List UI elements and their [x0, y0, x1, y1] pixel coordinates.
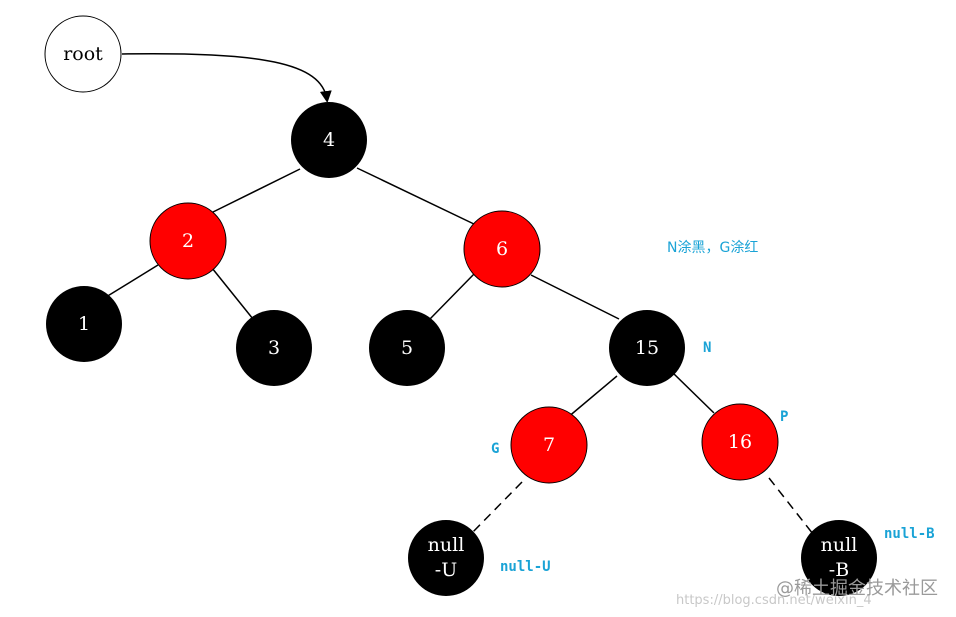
- node-null-b-label-line1: null: [821, 534, 858, 556]
- node-6: 6: [463, 210, 541, 288]
- node-15: 15: [609, 310, 685, 386]
- node-null-b-label-line2: -B: [829, 559, 849, 581]
- node-15-label: 15: [635, 337, 659, 359]
- node-3: 3: [236, 310, 312, 386]
- edge-7-nullU: [467, 481, 523, 538]
- node-7: 7: [510, 406, 588, 484]
- node-2-label: 2: [182, 230, 194, 252]
- watermark: https://blog.csdn.net/weixin_4 @稀土掘金技术社区: [676, 578, 938, 608]
- watermark-brand: @稀土掘金技术社区: [776, 578, 938, 599]
- edge-4-2: [210, 168, 301, 214]
- n-label: N: [703, 340, 711, 356]
- node-7-label: 7: [543, 434, 555, 456]
- node-16-label: 16: [728, 431, 752, 453]
- watermark-url: https://blog.csdn.net/weixin_4: [676, 593, 872, 608]
- node-4-label: 4: [323, 129, 335, 151]
- edge-6-5: [428, 272, 476, 321]
- node-null-u: null -U: [408, 520, 484, 596]
- annotations: N涂黑，G涂红 N P G null-U null-B: [491, 240, 935, 575]
- recolor-note: N涂黑，G涂红: [667, 240, 758, 256]
- nodes: root 4 2 6 1 3 5 15: [44, 15, 877, 596]
- node-2: 2: [149, 202, 227, 280]
- edge-16-nullB: [768, 477, 814, 535]
- edge-6-15: [530, 274, 620, 320]
- node-5-label: 5: [401, 337, 413, 359]
- p-label: P: [780, 409, 788, 425]
- node-16: 16: [701, 403, 779, 481]
- g-label: G: [491, 441, 499, 457]
- node-null-u-label-line2: -U: [435, 559, 457, 581]
- null-b-label: null-B: [884, 526, 935, 542]
- edge-2-1: [105, 264, 159, 298]
- edge-15-7: [566, 375, 618, 419]
- node-root-label: root: [63, 43, 103, 65]
- edge-root-4: [121, 53, 332, 103]
- node-6-label: 6: [496, 238, 508, 260]
- node-3-label: 3: [268, 337, 280, 359]
- node-5: 5: [369, 310, 445, 386]
- edge-15-16: [672, 372, 715, 414]
- edge-4-6: [356, 167, 477, 226]
- node-null-u-label-line1: null: [428, 534, 465, 556]
- node-1: 1: [46, 286, 122, 362]
- node-root: root: [44, 15, 122, 93]
- node-null-b: null -B: [801, 520, 877, 596]
- null-u-label: null-U: [500, 559, 551, 575]
- node-1-label: 1: [78, 313, 90, 335]
- edge-2-3: [211, 267, 254, 320]
- edges: [105, 53, 814, 538]
- node-4: 4: [291, 102, 367, 178]
